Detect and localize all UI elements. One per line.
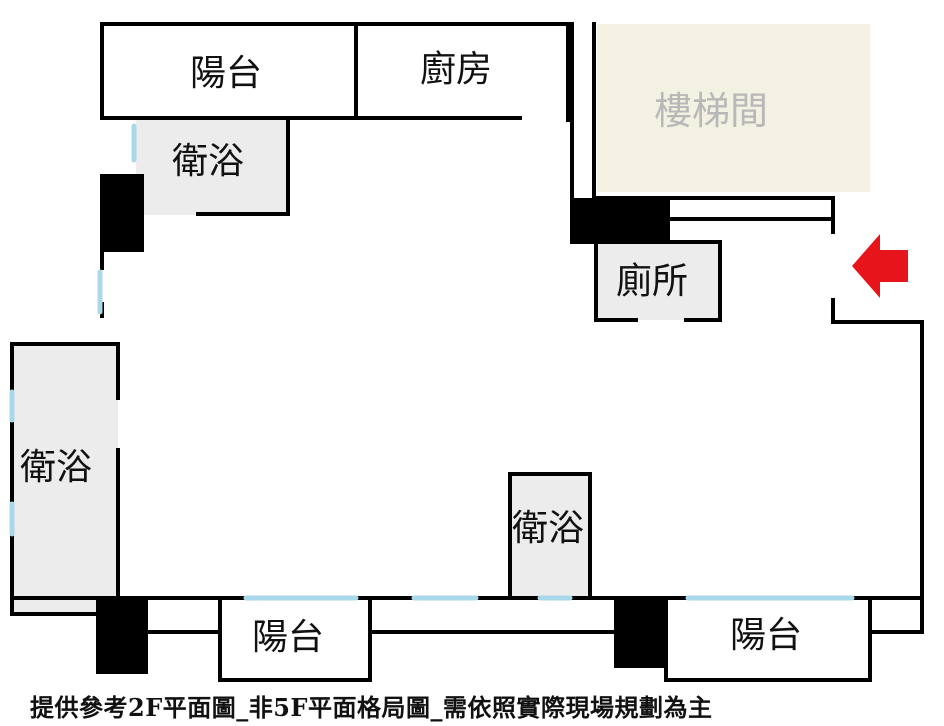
- windows: [9, 123, 855, 601]
- column-stair: [570, 198, 670, 244]
- toilet-fill: [596, 244, 720, 320]
- column-bottom-right: [614, 598, 666, 668]
- walls: [10, 22, 924, 682]
- label-balcony-top: 陽台: [190, 53, 263, 94]
- bath-left-fill: [12, 344, 118, 614]
- label-balcony-bottom-right: 陽台: [730, 615, 803, 656]
- label-stairwell: 樓梯間: [654, 89, 769, 133]
- label-toilet: 廁所: [616, 261, 689, 302]
- column-bottom-left: [96, 598, 148, 674]
- top-balcony-wall: [100, 22, 358, 120]
- columns: [96, 174, 670, 674]
- stairwell-area: [597, 24, 870, 192]
- label-bath-top: 衛浴: [172, 141, 245, 182]
- label-bath-center: 衛浴: [512, 508, 585, 549]
- label-kitchen: 廚房: [420, 49, 493, 90]
- column-left-upper: [100, 174, 144, 252]
- label-bath-left: 衛浴: [20, 447, 93, 488]
- red-entry-arrow-icon: [852, 234, 908, 298]
- bath-top-fill: [136, 120, 286, 215]
- bath-center-fill: [512, 475, 588, 597]
- plan-caption: 提供參考2F平面圖_非5F平面格局圖_需依照實際現場規劃為主: [30, 693, 713, 722]
- label-balcony-bottom-left: 陽台: [252, 617, 325, 658]
